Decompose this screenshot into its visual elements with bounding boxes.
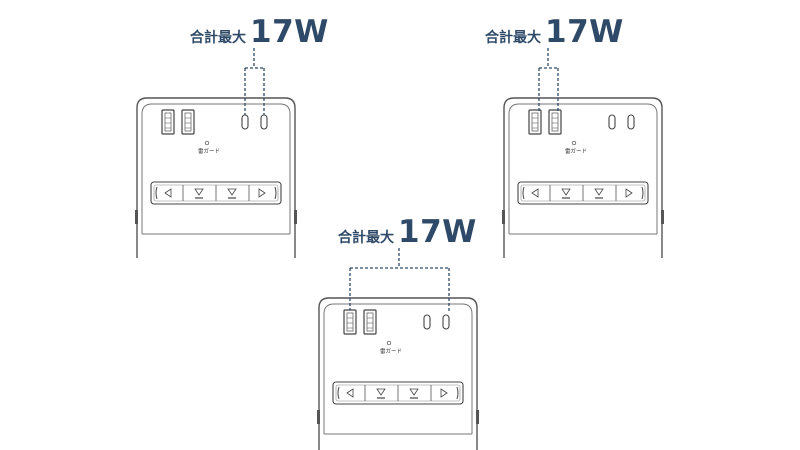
unit-1-dashed-bracket [244,48,265,115]
unit-1-label-prefix: 合計最大 [190,30,246,46]
power-strip-unit-1 [134,97,298,259]
unit-3-label-prefix: 合計最大 [338,230,394,246]
unit-2-label-prefix: 合計最大 [485,30,541,46]
power-strip-unit-2 [501,97,665,259]
power-strip-unit-3 [316,297,480,450]
unit-3-label-value: 17W [398,214,477,250]
unit-1-label-value: 17W [250,14,329,50]
unit-1-guard-label: 雷ガード [198,149,221,155]
unit-2-guard-label: 雷ガード [565,149,588,155]
unit-2-dashed-bracket [538,48,559,112]
unit-3-guard-label: 雷ガード [380,349,403,355]
unit-2-label-value: 17W [545,14,624,50]
unit-3-dashed-bracket [349,248,450,313]
